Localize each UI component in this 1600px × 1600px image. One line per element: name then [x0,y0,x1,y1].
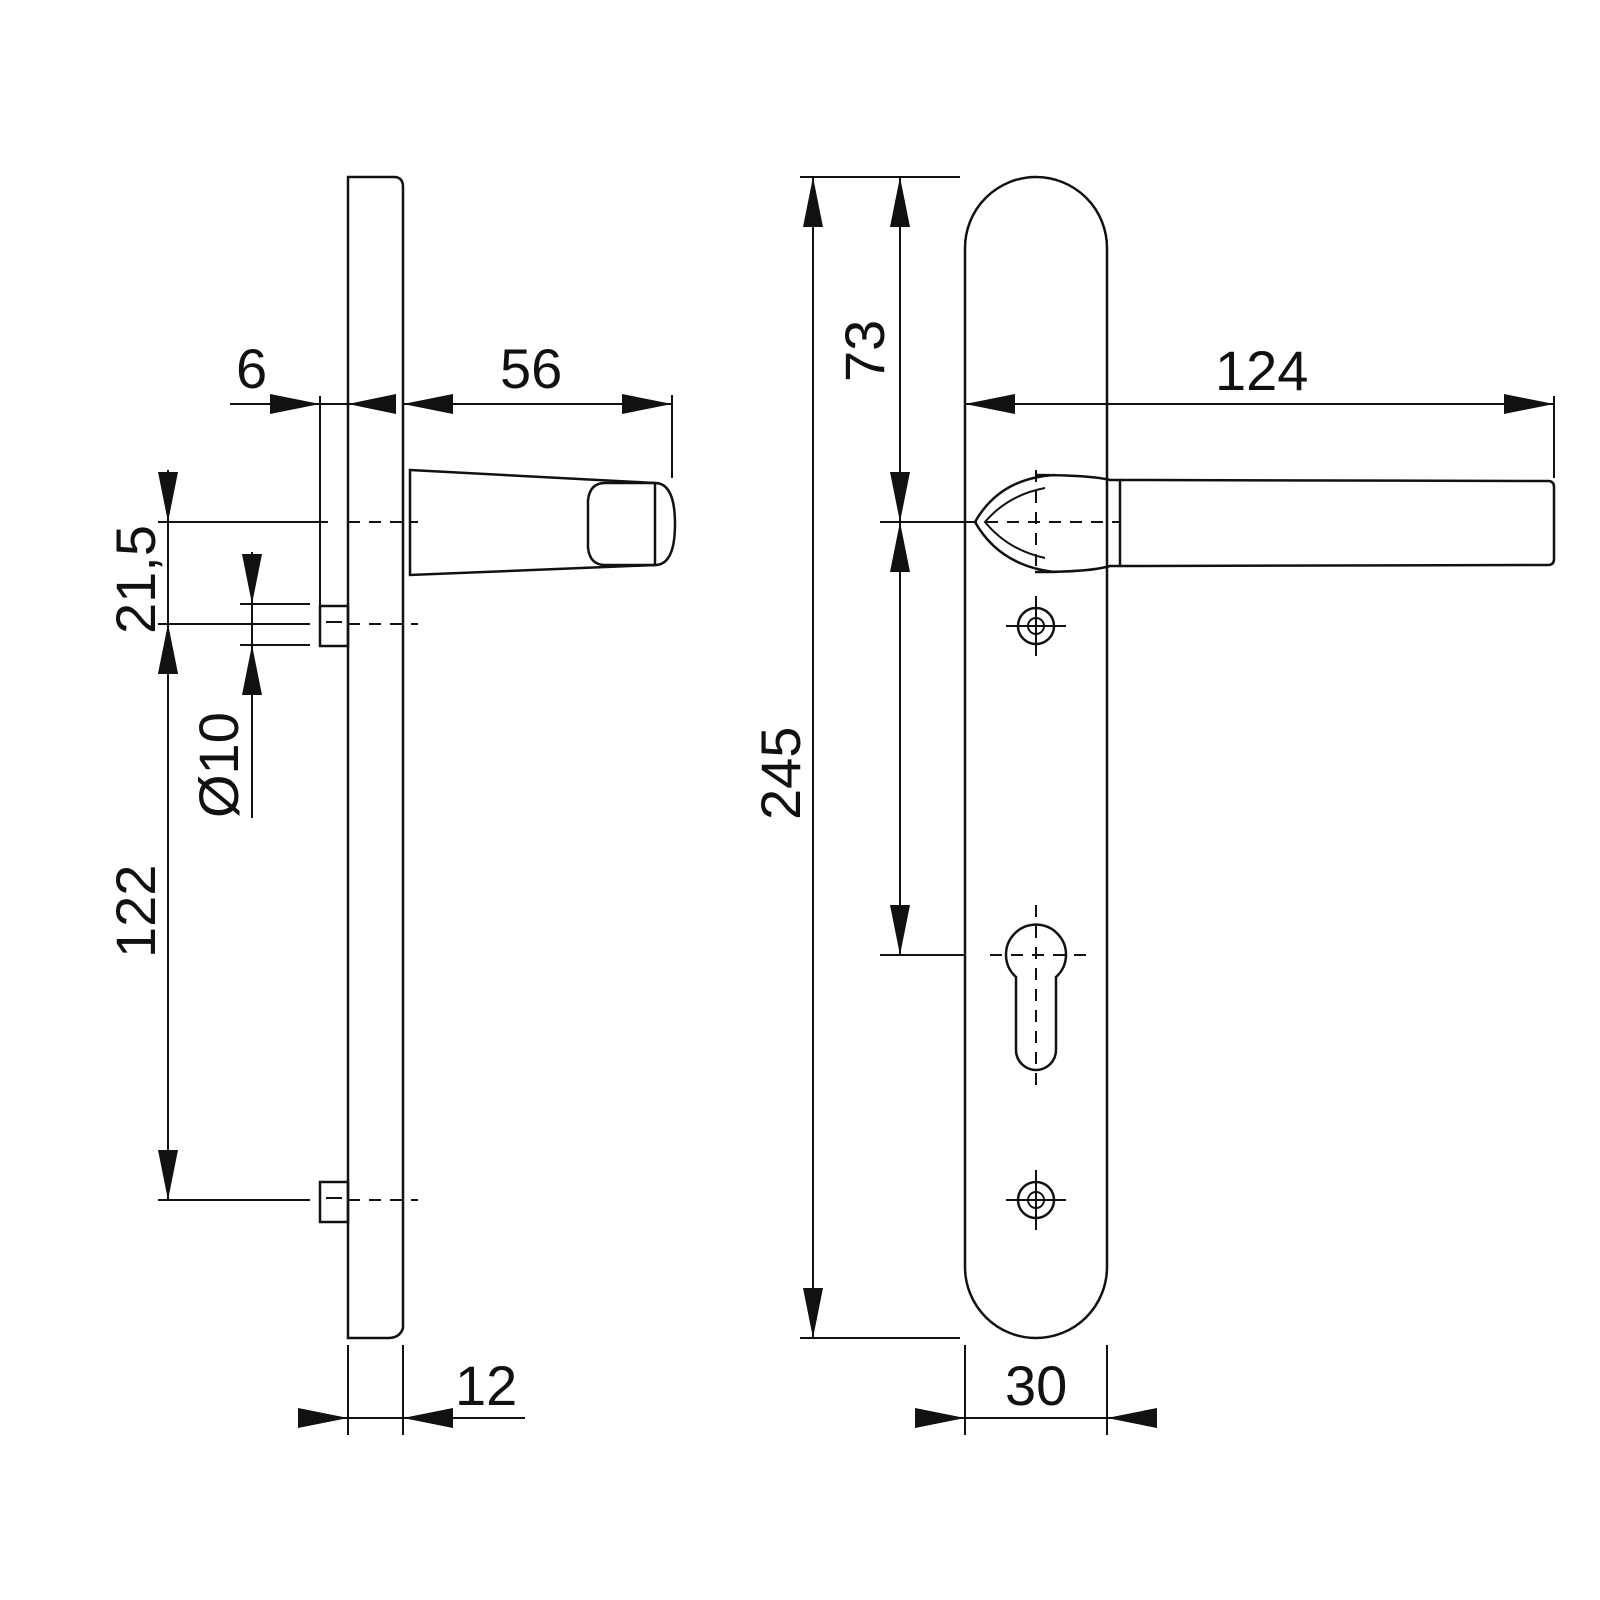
arrow-spindle-to-cylinder-bottom [890,905,910,955]
dim-label-side-projection: 56 [500,337,562,400]
front-lever-arm [1119,478,1556,568]
arrow-handle-length-left [965,394,1015,414]
dim-label-side-width: 12 [455,1354,517,1417]
arrow-plate-width-left [915,1408,965,1428]
arrow-side-projection-right [622,394,672,414]
arrow-screw-distance-bottom [158,1150,178,1200]
arrow-side-offset-right [348,394,396,414]
front-cylinder-keyhole [1004,923,1068,1072]
side-lever-grip-end [586,481,677,567]
front-view: 245 73 124 30 [749,175,1556,1435]
arrow-spindle-offset-top [158,472,178,522]
arrow-total-height-bottom [803,1288,823,1338]
arrow-side-projection-left [403,394,453,414]
front-backplate [963,175,1109,1340]
dim-label-handle-length: 124 [1215,339,1308,402]
arrow-plate-width-right [1107,1408,1157,1428]
dim-label-top-to-spindle: 73 [833,320,896,382]
side-view: 6 56 21,5 Ø10 122 12 [104,175,677,1435]
dim-label-total-height: 245 [749,727,812,820]
arrow-side-offset-left [270,394,320,414]
arrow-top-to-spindle-bottom [890,472,910,522]
arrow-side-width-left [298,1408,348,1428]
side-backplate-profile [346,175,405,1340]
arrow-screw-diameter-top [242,554,262,604]
dim-label-screw-diameter: Ø10 [187,712,250,818]
side-lower-screw-boss [318,1180,350,1224]
arrow-side-width-right [403,1408,453,1428]
arrow-screw-distance-top [158,624,178,674]
dim-label-spindle-offset: 21,5 [104,525,167,634]
dim-label-screw-distance: 122 [104,865,167,958]
dim-label-side-offset: 6 [236,337,267,400]
side-upper-screw-boss [318,604,350,648]
side-lever-profile [408,468,657,577]
front-lever-rose-inner [983,487,1046,559]
arrow-total-height-top [803,177,823,227]
arrow-handle-length-right [1504,394,1554,414]
arrow-screw-diameter-bottom [242,645,262,695]
dim-label-plate-width: 30 [1005,1354,1067,1417]
arrow-spindle-to-cylinder-top [890,522,910,572]
arrow-top-to-spindle-top [890,177,910,227]
